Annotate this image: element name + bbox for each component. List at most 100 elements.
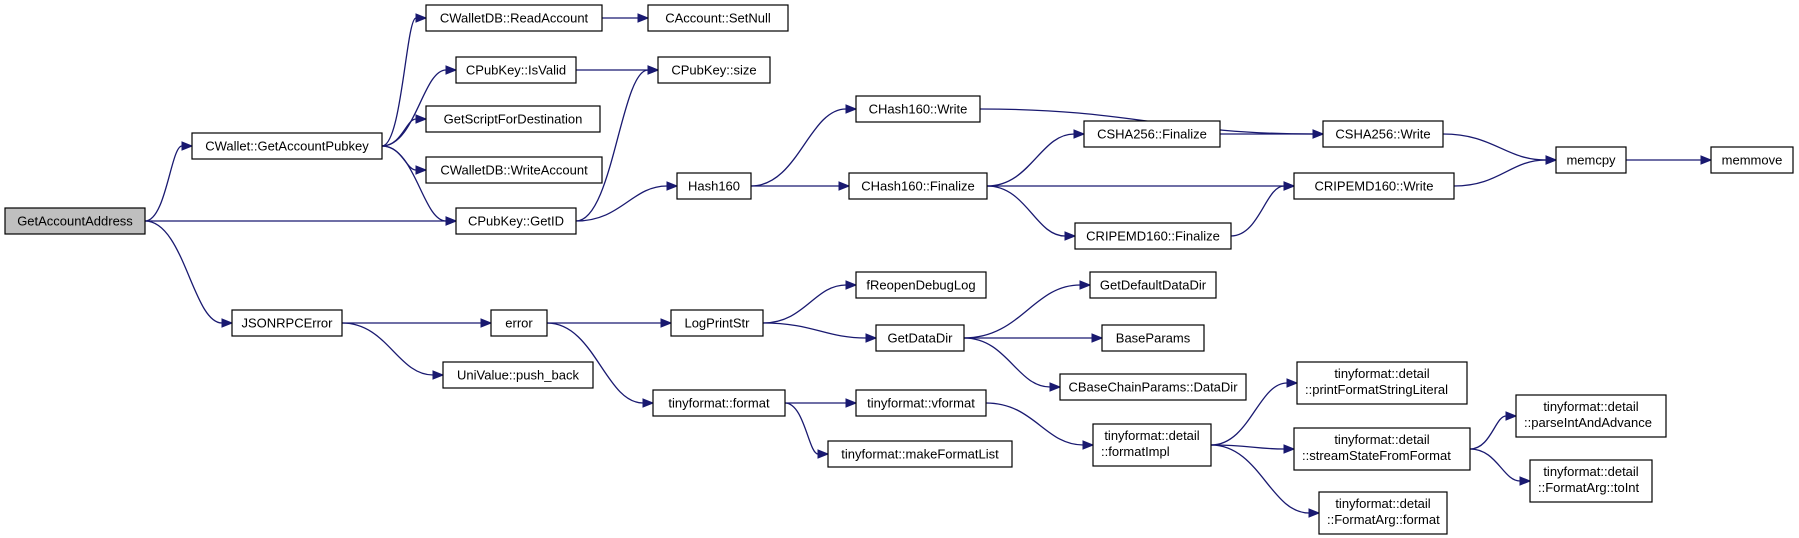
node-getdefaultdatadir[interactable]: GetDefaultDataDir	[1089, 271, 1217, 299]
edge-getaccountaddress-to-cwallet-getaccountpubkey	[144, 145, 183, 222]
node-box	[848, 172, 988, 200]
edge-cwallet-getaccountpubkey-to-getscriptfordestination	[381, 118, 417, 147]
node-label: CRIPEMD160::Finalize	[1086, 229, 1220, 244]
node-label: CWallet::GetAccountPubkey	[205, 139, 369, 154]
node-tinyformat-detail-streamstatefromformat[interactable]: tinyformat::detail::streamStateFromForma…	[1293, 427, 1471, 471]
node-caccount-setnull[interactable]: CAccount::SetNull	[647, 4, 789, 32]
node-error[interactable]: error	[490, 309, 548, 337]
node-label: CHash160::Write	[869, 102, 968, 117]
node-cpubkey-size[interactable]: CPubKey::size	[657, 56, 771, 84]
edge-cwallet-getaccountpubkey-to-cwalletdb-writeaccount	[381, 145, 417, 171]
node-univalue-push-back[interactable]: UniValue::push_back	[442, 361, 594, 389]
edge-hash160-to-chash160-write	[750, 108, 847, 187]
node-box	[4, 207, 146, 235]
node-memcpy[interactable]: memcpy	[1555, 146, 1627, 174]
node-logprintstr[interactable]: LogPrintStr	[670, 309, 764, 337]
node-label: CPubKey::size	[671, 63, 756, 78]
arrowhead-icon	[1064, 231, 1077, 241]
node-tinyformat-format[interactable]: tinyformat::format	[652, 389, 786, 417]
node-cwallet-getaccountpubkey[interactable]: CWallet::GetAccountPubkey	[191, 132, 383, 160]
arrowhead-icon	[1283, 444, 1296, 454]
arrowhead-icon	[637, 13, 650, 23]
node-cbasechainparams-datadir[interactable]: CBaseChainParams::DataDir	[1059, 373, 1247, 401]
arrowhead-icon	[845, 104, 858, 114]
node-chash160-finalize[interactable]: CHash160::Finalize	[848, 172, 988, 200]
node-label: CRIPEMD160::Write	[1315, 179, 1434, 194]
node-tinyformat-detail-formatarg-toint[interactable]: tinyformat::detail::FormatArg::toInt	[1529, 459, 1653, 503]
node-getdatadir[interactable]: GetDataDir	[875, 324, 965, 352]
nodes-layer: GetAccountAddress CWallet::GetAccountPubk…	[4, 4, 1794, 535]
node-label: tinyformat::format	[668, 396, 770, 411]
arrowhead-icon	[1283, 181, 1296, 191]
node-hash160[interactable]: Hash160	[676, 172, 752, 200]
node-label: fReopenDebugLog	[866, 278, 975, 293]
node-label: GetScriptForDestination	[444, 112, 583, 127]
arrowhead-icon	[415, 165, 428, 175]
node-cwalletdb-readaccount[interactable]: CWalletDB::ReadAccount	[425, 4, 603, 32]
edge-chash160-finalize-to-cripemd160-finalize	[986, 185, 1066, 237]
node-label: CPubKey::GetID	[468, 214, 564, 229]
edge-chash160-finalize-to-csha256-finalize	[986, 133, 1075, 187]
node-memmove[interactable]: memmove	[1710, 146, 1794, 174]
node-tinyformat-detail-formatarg-format[interactable]: tinyformat::detail::FormatArg::format	[1318, 491, 1448, 535]
node-label: GetDefaultDataDir	[1100, 278, 1207, 293]
node-label: tinyformat::makeFormatList	[841, 447, 999, 462]
node-box	[455, 56, 577, 84]
node-cripemd160-finalize[interactable]: CRIPEMD160::Finalize	[1074, 222, 1232, 250]
node-label-line: ::streamStateFromFormat	[1302, 448, 1451, 463]
edge-cpubkey-getid-to-cpubkey-size	[575, 69, 649, 222]
arrowhead-icon	[1312, 129, 1325, 139]
node-box	[1293, 172, 1455, 200]
node-csha256-finalize[interactable]: CSHA256::Finalize	[1083, 120, 1221, 148]
node-box	[647, 4, 789, 32]
node-tinyformat-detail-parseintandadvance[interactable]: tinyformat::detail::parseIntAndAdvance	[1515, 394, 1667, 438]
node-cpubkey-isvalid[interactable]: CPubKey::IsValid	[455, 56, 577, 84]
arrowhead-icon	[647, 65, 660, 75]
edge-cwallet-getaccountpubkey-to-cpubkey-getid	[381, 145, 447, 222]
arrowhead-icon	[845, 280, 858, 290]
node-label: Hash160	[688, 179, 740, 194]
node-label: CSHA256::Write	[1335, 127, 1430, 142]
edge-jsonrpcerror-to-univalue-push-back	[341, 322, 434, 376]
node-box	[1092, 423, 1212, 467]
node-cripemd160-write[interactable]: CRIPEMD160::Write	[1293, 172, 1455, 200]
node-label: UniValue::push_back	[457, 368, 579, 383]
node-baseparams[interactable]: BaseParams	[1101, 324, 1205, 352]
arrowhead-icon	[838, 181, 851, 191]
node-tinyformat-detail-formatimpl[interactable]: tinyformat::detail::formatImpl	[1092, 423, 1212, 467]
node-box	[1555, 146, 1627, 174]
arrowhead-icon	[1505, 411, 1518, 421]
node-label: GetDataDir	[887, 331, 953, 346]
arrowhead-icon	[865, 333, 878, 343]
arrowhead-icon	[1286, 378, 1299, 388]
edge-cwallet-getaccountpubkey-to-cwalletdb-readaccount	[381, 17, 417, 147]
node-box	[425, 105, 601, 133]
node-box	[827, 440, 1013, 468]
node-getscriptfordestination[interactable]: GetScriptForDestination	[425, 105, 601, 133]
node-getaccountaddress[interactable]: GetAccountAddress	[4, 207, 146, 235]
node-label: CHash160::Finalize	[861, 179, 974, 194]
node-freopendebuglog[interactable]: fReopenDebugLog	[855, 271, 987, 299]
node-chash160-write[interactable]: CHash160::Write	[855, 95, 981, 123]
node-box	[191, 132, 383, 160]
edge-getdatadir-to-getdefaultdatadir	[963, 284, 1081, 339]
edge-getaccountaddress-to-jsonrpcerror	[144, 220, 223, 324]
node-jsonrpcerror[interactable]: JSONRPCError	[231, 309, 343, 337]
arrowhead-icon	[845, 398, 858, 408]
node-box	[652, 389, 786, 417]
node-box	[231, 309, 343, 337]
node-cwalletdb-writeaccount[interactable]: CWalletDB::WriteAccount	[425, 156, 603, 184]
node-box	[1293, 427, 1471, 471]
node-label: CWalletDB::ReadAccount	[440, 11, 589, 26]
node-box	[1296, 361, 1468, 405]
node-csha256-write[interactable]: CSHA256::Write	[1322, 120, 1444, 148]
node-tinyformat-makeformatlist[interactable]: tinyformat::makeFormatList	[827, 440, 1013, 468]
arrowhead-icon	[666, 181, 679, 191]
node-tinyformat-vformat[interactable]: tinyformat::vformat	[855, 389, 987, 417]
node-tinyformat-detail-printformatstringliteral[interactable]: tinyformat::detail::printFormatStringLit…	[1296, 361, 1468, 405]
node-box	[1710, 146, 1794, 174]
edge-cripemd160-finalize-to-cripemd160-write	[1230, 185, 1285, 237]
node-cpubkey-getid[interactable]: CPubKey::GetID	[455, 207, 577, 235]
edge-logprintstr-to-freopendebuglog	[762, 284, 847, 324]
arrowhead-icon	[445, 65, 458, 75]
